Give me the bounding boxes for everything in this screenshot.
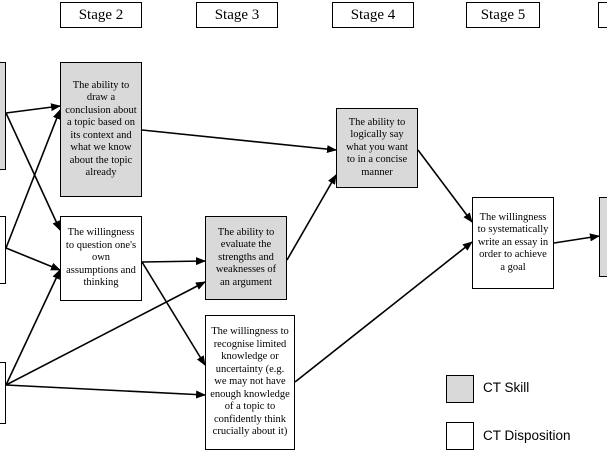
node-logically-say: The ability to logically say what you wa… bbox=[336, 108, 418, 188]
arrow-essay-to-stage6 bbox=[553, 233, 600, 244]
stage-header-3: Stage 3 bbox=[196, 2, 278, 28]
arrow-s1bot-to-evaluate bbox=[5, 281, 206, 386]
arrow-recognise-to-essay bbox=[294, 241, 473, 383]
arrow-question-to-evaluate bbox=[141, 257, 206, 266]
arrow-evaluate-to-logically bbox=[286, 174, 337, 261]
node-write-essay: The willingness to systematically write … bbox=[472, 197, 554, 289]
arrow-question-to-recognise bbox=[141, 261, 206, 366]
arrow-s1mid-to-conclusion bbox=[5, 109, 61, 249]
stage1-box-middle-partial bbox=[0, 216, 6, 284]
node-recognise-limited-knowledge: The willingness to recognise limited kno… bbox=[205, 315, 295, 450]
arrow-s1top-to-conclusion bbox=[5, 103, 61, 114]
arrow-s1bot-to-recognise bbox=[5, 384, 206, 399]
legend-disposition-swatch bbox=[446, 422, 474, 450]
legend-skill-swatch bbox=[446, 375, 474, 403]
legend-disposition-label: CT Disposition bbox=[483, 428, 571, 443]
arrow-conclusion-to-logically bbox=[141, 129, 337, 154]
stage-header-5: Stage 5 bbox=[466, 2, 540, 28]
arrow-s1mid-to-question bbox=[5, 247, 61, 271]
arrow-s1bot-to-question bbox=[5, 269, 61, 386]
arrow-logically-to-essay bbox=[417, 149, 473, 223]
node-question-assumptions: The willingness to question one's own as… bbox=[60, 216, 142, 301]
node-evaluate-arguments: The ability to evaluate the strengths an… bbox=[205, 216, 287, 300]
legend-skill-label: CT Skill bbox=[483, 380, 530, 395]
stage1-box-top-partial bbox=[0, 62, 6, 170]
stage-header-4: Stage 4 bbox=[332, 2, 414, 28]
stage-header-2: Stage 2 bbox=[60, 2, 142, 28]
arrow-s1top-to-question bbox=[5, 112, 61, 231]
node-draw-conclusion: The ability to draw a conclusion about a… bbox=[60, 62, 142, 197]
stage-header-6-partial bbox=[598, 2, 607, 28]
stage1-box-bottom-partial bbox=[0, 362, 6, 424]
